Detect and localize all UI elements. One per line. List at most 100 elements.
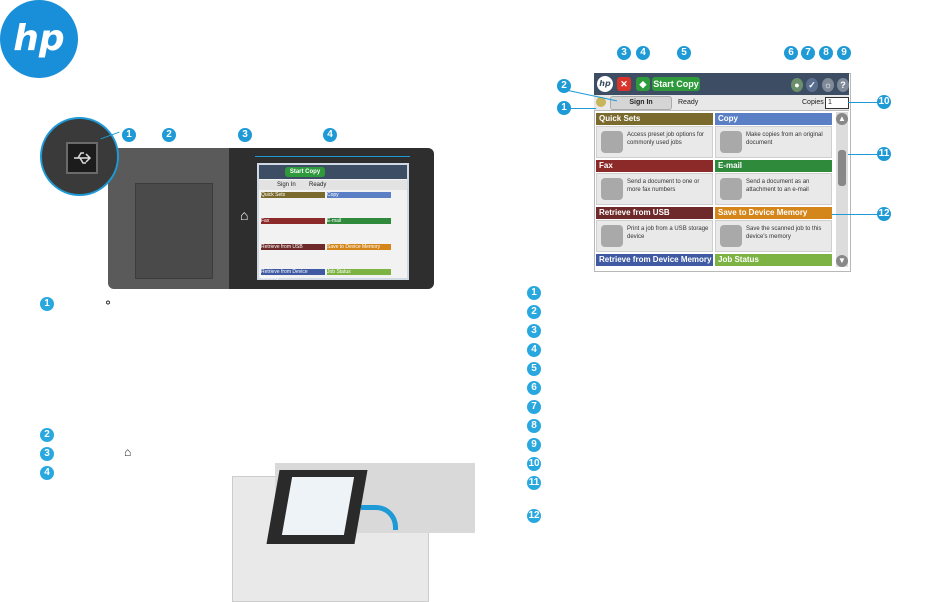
- callout-1: 1: [122, 128, 136, 142]
- legend-bullet: 2: [527, 305, 541, 319]
- save-memory-icon: [720, 225, 742, 247]
- copy-icon: [720, 131, 742, 153]
- tile-fax-header[interactable]: Fax: [596, 160, 713, 172]
- tile-retrieve-usb-header[interactable]: Retrieve from USB: [596, 207, 713, 219]
- quick-sets-icon: [601, 131, 623, 153]
- language-icon[interactable]: ✓: [806, 78, 818, 92]
- legend-bullet: 7: [527, 400, 541, 414]
- email-icon: [720, 178, 742, 200]
- legend-bullet: 1: [40, 297, 54, 311]
- callout-3: 3: [617, 46, 631, 60]
- tile-quick-sets-header[interactable]: Quick Sets: [596, 113, 713, 125]
- callout-8: 8: [819, 46, 833, 60]
- legend-bullet: 8: [527, 419, 541, 433]
- legend-bullet: 3: [527, 324, 541, 338]
- callout-10: 10: [877, 95, 891, 109]
- usb-port: [66, 142, 98, 174]
- scroll-down-icon[interactable]: ▼: [836, 255, 848, 267]
- mini-tile[interactable]: Retrieve from Device Memory: [261, 269, 325, 281]
- start-copy-button[interactable]: Start Copy: [652, 77, 700, 91]
- callout-3: 3: [238, 128, 252, 142]
- tile-description: Make copies from an original document: [746, 132, 823, 146]
- home-icon: ⌂: [124, 445, 132, 459]
- callout-line: [571, 108, 596, 109]
- tile-retrieve-usb[interactable]: Print a job from a USB storage device: [596, 220, 713, 252]
- printer-screen: [281, 477, 355, 535]
- legend-bullet: 6: [527, 381, 541, 395]
- sign-in-button[interactable]: Sign In: [610, 96, 672, 110]
- tile-email-header[interactable]: E-mail: [715, 160, 832, 172]
- callout-12: 12: [877, 207, 891, 221]
- tile-description: Print a job from a USB storage device: [627, 226, 709, 240]
- mini-status: Ready: [309, 182, 327, 188]
- tile-job-status-header[interactable]: Job Status: [715, 254, 832, 266]
- callout-line: [832, 214, 877, 215]
- tilt-arrow-icon: [361, 505, 398, 530]
- callout-4: 4: [323, 128, 337, 142]
- start-icon[interactable]: ◆: [636, 77, 650, 91]
- scrollbar[interactable]: [836, 112, 848, 267]
- hardware-integration-pocket: [135, 183, 213, 279]
- tile-copy-header[interactable]: Copy: [715, 113, 832, 125]
- legend-bullet: 11: [527, 476, 541, 490]
- mini-sign-in[interactable]: Sign In: [277, 182, 296, 188]
- tile-save-memory-header[interactable]: Save to Device Memory: [715, 207, 832, 219]
- copies-field[interactable]: 1: [825, 97, 849, 109]
- mini-tile[interactable]: Save to Device Memory: [327, 244, 391, 250]
- mini-tile[interactable]: Retrieve from USB: [261, 244, 325, 250]
- home-icon[interactable]: ⌂: [240, 207, 249, 223]
- mini-tile[interactable]: Copy: [327, 192, 391, 198]
- legend-bullet: 10: [527, 457, 541, 471]
- tile-retrieve-memory-header[interactable]: Retrieve from Device Memory: [596, 254, 713, 266]
- legend-bullet: 5: [527, 362, 541, 376]
- usb-storage-icon: [601, 225, 623, 247]
- scroll-thumb[interactable]: [838, 150, 846, 186]
- mini-tile[interactable]: Job Status: [327, 269, 391, 275]
- legend-bullet: 9: [527, 438, 541, 452]
- tile-email[interactable]: Send a document as an attachment to an e…: [715, 173, 832, 205]
- hp-home-icon[interactable]: hp: [597, 76, 613, 92]
- mini-tile[interactable]: Fax: [261, 218, 325, 224]
- sleep-icon[interactable]: ☼: [822, 78, 834, 92]
- mini-status-bar: Sign In Ready: [259, 180, 407, 190]
- stop-icon[interactable]: ✕: [617, 77, 631, 91]
- legend-bullet: 2: [40, 428, 54, 442]
- legend-bullet: 3: [40, 447, 54, 461]
- legend-bullet: 4: [527, 343, 541, 357]
- callout-4: 4: [636, 46, 650, 60]
- callout-11: 11: [877, 147, 891, 161]
- callout-line: [848, 154, 877, 155]
- legend-bullet: 12: [527, 509, 541, 523]
- tile-copy[interactable]: Make copies from an original document: [715, 126, 832, 158]
- tile-description: Send a document as an attachment to an e…: [746, 179, 810, 193]
- tile-fax[interactable]: Send a document to one or more fax numbe…: [596, 173, 713, 205]
- legend-bullet: 1: [527, 286, 541, 300]
- screen-bracket: [255, 156, 410, 157]
- copies-label: Copies: [802, 99, 824, 106]
- tile-quick-sets[interactable]: Access preset job options for commonly u…: [596, 126, 713, 158]
- callout-2: 2: [557, 79, 571, 93]
- usb-icon: [74, 152, 92, 164]
- callout-9: 9: [837, 46, 851, 60]
- tile-save-memory[interactable]: Save the scanned job to this device's me…: [715, 220, 832, 252]
- callout-7: 7: [801, 46, 815, 60]
- usb-port-zoom: [40, 117, 119, 196]
- mini-start-copy-button[interactable]: Start Copy: [285, 167, 325, 177]
- usb-icon: ⚬: [103, 296, 114, 310]
- callout-1: 1: [557, 101, 571, 115]
- reset-icon[interactable]: [596, 97, 606, 107]
- tile-description: Access preset job options for commonly u…: [627, 132, 705, 146]
- help-icon[interactable]: ?: [837, 78, 849, 92]
- scroll-up-icon[interactable]: ▲: [836, 113, 848, 125]
- mini-tile[interactable]: Quick Sets: [261, 192, 325, 198]
- tile-description: Save the scanned job to this device's me…: [746, 226, 822, 240]
- mini-top-bar: Start Copy: [259, 165, 407, 179]
- mini-touchscreen: Start Copy Sign In Ready Quick Sets Copy…: [257, 163, 409, 281]
- legend-bullet: 4: [40, 466, 54, 480]
- callout-5: 5: [677, 46, 691, 60]
- callout-line: [848, 102, 877, 103]
- network-icon[interactable]: ●: [791, 78, 803, 92]
- hp-logo: hp: [0, 0, 78, 78]
- tile-description: Send a document to one or more fax numbe…: [627, 179, 700, 193]
- mini-tile[interactable]: E-mail: [327, 218, 391, 224]
